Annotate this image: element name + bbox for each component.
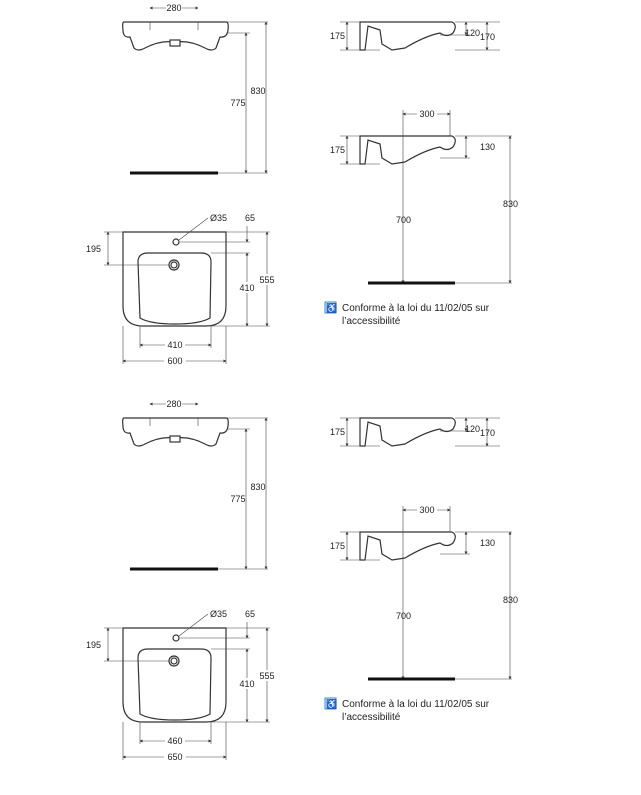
basin-depth-dim: 410 [239,283,254,293]
rim-height-dim: 830 [250,86,265,96]
tap-hole-dim: Ø35 [210,609,227,619]
drain-distance-dim: 300 [419,109,434,119]
front-height-dim: 130 [480,538,495,548]
basin-side-installed: 300 175 130 700 830 [330,109,518,285]
front-height-inner-dim: 120 [465,424,480,434]
installed-depth-dim: 175 [330,145,345,155]
basin-top-view: 280 830 775 [122,399,268,571]
basin-front-view: Ø35 65 195 410 555 410 600 [86,213,276,366]
total-width-dim: 650 [167,752,182,762]
basin-side-view: 175 120 170 [330,417,500,447]
tap-offset-dim: 65 [245,213,255,223]
note-line-1: Conforme à la loi du 11/02/05 sur [342,699,490,710]
note-line-2: l’accessibilité [342,316,401,327]
accessibility-note: ♿ Conforme à la loi du 11/02/05 sur l’ac… [324,697,490,723]
drawing-set-650: 280 830 775 Ø35 65 195 410 555 460 650 [86,399,518,762]
front-height-inner-dim: 120 [465,28,480,38]
drain-offset-dim: 195 [86,244,101,254]
drain-offset-dim: 195 [86,640,101,650]
basin-width-dim: 460 [167,736,182,746]
drain-height-dim: 700 [396,611,411,621]
svg-text:♿: ♿ [326,302,337,313]
basin-side-installed: 300 175 130 700 830 [330,505,518,681]
tap-hole-dim: Ø35 [210,213,227,223]
side-depth-dim: 175 [330,31,345,41]
installed-rim-height-dim: 830 [503,595,518,605]
basin-depth-dim: 410 [239,679,254,689]
installed-depth-dim: 175 [330,541,345,551]
accessibility-note: ♿ Conforme à la loi du 11/02/05 sur l’ac… [324,301,490,327]
total-depth-dim: 555 [259,671,274,681]
total-width-dim: 600 [167,356,182,366]
tap-spacing-dim: 280 [166,399,181,409]
front-height-outer-dim: 170 [480,428,495,438]
wheelchair-icon [324,697,337,710]
wheelchair-icon [324,301,337,314]
tap-offset-dim: 65 [245,609,255,619]
rim-height-dim: 830 [250,482,265,492]
drain-height-dim: 700 [396,215,411,225]
drain-distance-dim: 300 [419,505,434,515]
installed-rim-height-dim: 830 [503,199,518,209]
basin-side-view: 175 120 170 [330,21,500,51]
tap-spacing-dim: 280 [166,3,181,13]
front-height-outer-dim: 170 [480,32,495,42]
note-line-2: l’accessibilité [342,712,401,723]
side-depth-dim: 175 [330,427,345,437]
basin-front-view: Ø35 65 195 410 555 460 650 [86,609,276,762]
note-line-1: Conforme à la loi du 11/02/05 sur [342,303,490,314]
under-height-dim: 775 [230,98,245,108]
drawing-set-600: 280 830 775 Ø35 65 195 410 555 410 600 [86,3,518,366]
basin-width-dim: 410 [167,340,182,350]
front-height-dim: 130 [480,142,495,152]
under-height-dim: 775 [230,494,245,504]
total-depth-dim: 555 [259,275,274,285]
svg-text:♿: ♿ [326,698,337,709]
basin-top-view: 280 830 775 [122,3,268,175]
